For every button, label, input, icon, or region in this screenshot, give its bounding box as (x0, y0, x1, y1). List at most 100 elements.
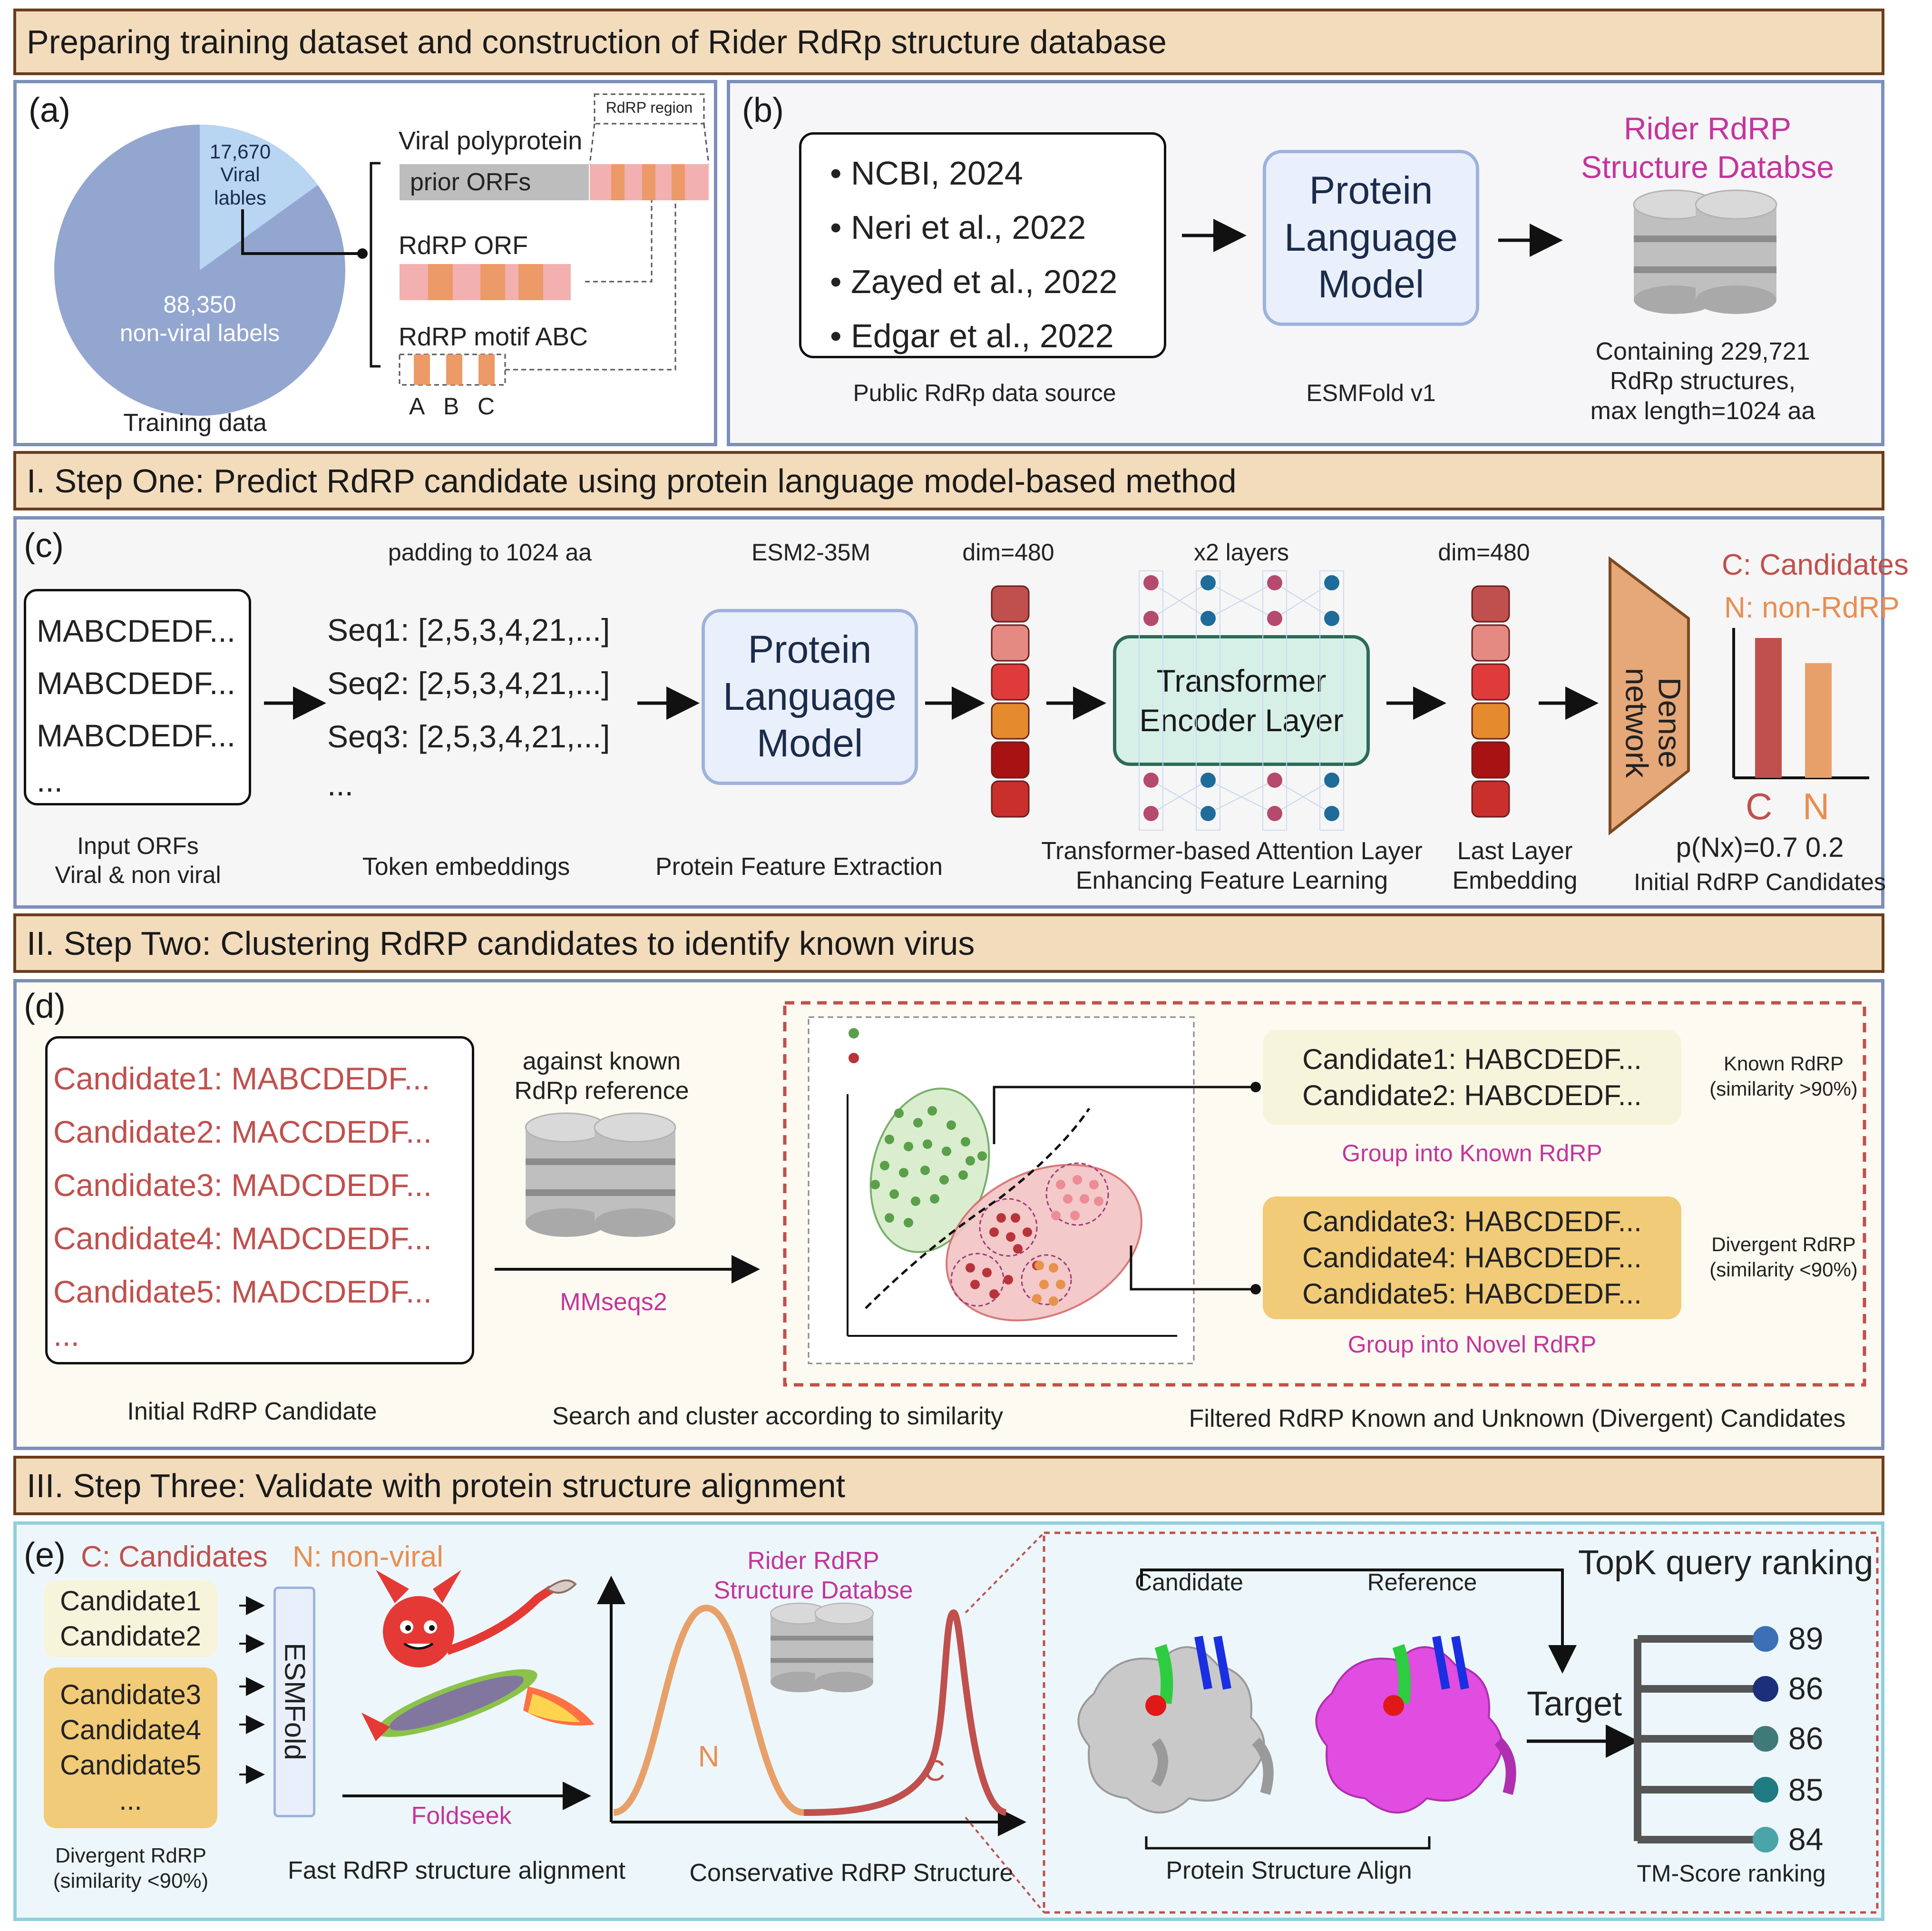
candidate-line: ... (53, 1317, 80, 1353)
novel-group-label: Group into Novel RdRP (1347, 1331, 1597, 1358)
legend-candidates-e: C: Candidates (81, 1540, 268, 1573)
dim-label-2: dim=480 (1438, 539, 1530, 566)
padding-label: padding to 1024 aa (388, 539, 592, 566)
candidate-line: Candidate2: MACCDEDF... (53, 1114, 432, 1149)
last-layer-caption: Last Layer Embedding (1452, 837, 1578, 895)
panel-c-label: (c) (24, 527, 64, 565)
divergent-candidate-line: Candidate3 (60, 1679, 201, 1710)
known-group-line: Candidate1: HABCDEDF... (1302, 1043, 1642, 1075)
novel-group-line: Candidate4: HABCDEDF... (1302, 1242, 1642, 1274)
target-label: Target (1527, 1685, 1622, 1723)
section-header-step2: II. Step Two: Clustering RdRP candidates… (13, 913, 1884, 973)
motif-c: C (478, 393, 495, 420)
pie-nonviral-label: 88,350 non-viral labels (119, 291, 280, 346)
esmfold-label: ESMFold (279, 1643, 311, 1760)
esmfold-caption: ESMFold v1 (1306, 380, 1436, 406)
known-group-line: Candidate2: HABCDEDF... (1302, 1079, 1642, 1111)
sources-caption: Public RdRp data source (853, 380, 1116, 406)
rdrp-region-label: RdRP region (605, 99, 693, 116)
against-reference-label: against known RdRp reference (514, 1048, 689, 1105)
known-rdrp-desc: Known RdRP (similarity >90%) (1709, 1052, 1858, 1100)
motif-b: B (443, 393, 459, 420)
token-list: Seq1: [2,5,3,4,21,...] Seq2: [2,5,3,4,21… (327, 603, 610, 806)
training-data-caption: Training data (123, 409, 267, 437)
viral-polyprotein-label: Viral polyprotein (399, 127, 583, 155)
bar-label-n: N (1803, 785, 1830, 827)
score-89: 89 (1788, 1621, 1824, 1656)
novel-rdrp-plot-label: Novel RdRp (1063, 1305, 1155, 1323)
tm-score-caption: TM-Score ranking (1637, 1860, 1826, 1887)
candidate-line: Candidate4: MADCDEDF... (53, 1221, 432, 1256)
peak-c-label: C (924, 1755, 946, 1787)
source-item: • Edgar et al., 2022 (830, 317, 1114, 354)
rider-db-title-b: Rider RdRP Structure Databse (1581, 111, 1834, 185)
mmseqs-label: MMseqs2 (560, 1288, 667, 1316)
input-orfs-box: MABCDEDF... MABCDEDF... MABCDEDF... ... (24, 589, 251, 805)
candidate-line: Candidate5: MADCDEDF... (53, 1274, 432, 1309)
novel-group-line: Candidate5: HABCDEDF... (1302, 1278, 1642, 1310)
rdrp-motif-label: RdRP motif ABC (399, 323, 588, 351)
bar-label-c: C (1746, 785, 1773, 827)
token-line: Seq3: [2,5,3,4,21,...] (327, 719, 610, 754)
panel-d-label: (d) (24, 987, 66, 1025)
panel-a (13, 80, 717, 446)
novel-group-box: Candidate3: HABCDEDF... Candidate4: HABC… (1263, 1196, 1681, 1319)
reference-structure-label: Reference (1367, 1569, 1477, 1596)
orf-line: MABCDEDF... (37, 666, 236, 701)
known-rdrp-plot-label: Known RdRp (866, 1075, 967, 1093)
orf-line: MABCDEDF... (37, 718, 236, 753)
known-candidate-line: Candidate1 (60, 1586, 201, 1617)
dim-label-1: dim=480 (962, 539, 1054, 566)
legend-candidates-c: C: Candidates (1722, 549, 1909, 581)
pc2-label: PC2 (825, 1191, 844, 1223)
rdrp-orf-label: RdRP ORF (399, 231, 528, 260)
divergent-candidate-box: Candidate3 Candidate4 Candidate5 ... (44, 1667, 217, 1828)
candidate-list-box: Candidate1: MABCDEDF... Candidate2: MACC… (45, 1036, 474, 1364)
input-orfs-caption: Input ORFs Viral & non viral (55, 833, 221, 888)
source-item: • Neri et al., 2022 (830, 209, 1086, 246)
search-cluster-caption: Search and cluster according to similari… (552, 1402, 1003, 1430)
divergent-candidate-line: Candidate4 (60, 1715, 201, 1745)
conservative-caption: Conservative RdRP Structure (689, 1859, 1014, 1887)
panel-e-label: (e) (24, 1536, 66, 1574)
source-item: • NCBI, 2024 (830, 155, 1023, 192)
foldseek-label: Foldseek (411, 1802, 512, 1830)
motif-a: A (409, 393, 425, 420)
topk-label: TopK query ranking (1578, 1544, 1873, 1582)
token-line: Seq2: [2,5,3,4,21,...] (327, 666, 610, 701)
plm-box-b: Protein Language Model (1263, 150, 1479, 326)
section-header-prep: Preparing training dataset and construct… (13, 9, 1884, 75)
score-86a: 86 (1788, 1671, 1824, 1706)
token-line: Seq1: [2,5,3,4,21,...] (327, 612, 610, 647)
initial-candidate-caption: Initial RdRP Candidate (127, 1398, 377, 1425)
filtered-caption: Filtered RdRP Known and Unknown (Diverge… (1189, 1405, 1846, 1432)
divergent-candidate-line: ... (119, 1785, 142, 1816)
dense-network-label: Dense network (1619, 667, 1688, 778)
source-item: • Zayed et al., 2022 (830, 263, 1118, 300)
candidate-line: Candidate1: MABCDEDF... (53, 1061, 430, 1096)
structure-align-caption: Protein Structure Align (1166, 1857, 1412, 1884)
prob-label: p(Nx)=0.7 0.2 (1676, 832, 1844, 863)
known-candidate-line: Candidate2 (60, 1621, 201, 1652)
token-line: ... (327, 767, 354, 802)
orf-line: MABCDEDF... (37, 613, 236, 648)
plm-box-c: Protein Language Model (702, 609, 918, 785)
candidate-line: Candidate3: MADCDEDF... (53, 1167, 432, 1203)
score-85: 85 (1788, 1772, 1824, 1807)
rider-db-title-e: Rider RdRP Structure Databse (713, 1547, 913, 1605)
fast-alignment-caption: Fast RdRP structure alignment (288, 1857, 625, 1884)
transformer-caption: Transformer-based Attention Layer Enhanc… (1041, 837, 1423, 895)
section-header-step3: III. Step Three: Validate with protein s… (13, 1456, 1884, 1515)
divergent-rdrp-desc: Divergent RdRP (similarity <90%) (1709, 1233, 1858, 1281)
section-header-step1: I. Step One: Predict RdRP candidate usin… (13, 451, 1884, 510)
esmfold-box (273, 1587, 315, 1817)
pc1-label: PC1 (978, 1340, 1010, 1358)
novel-group-line: Candidate3: HABCDEDF... (1302, 1206, 1642, 1237)
prior-orfs-label: prior ORFs (410, 168, 531, 196)
pie-viral-label: 17,670 Viral lables (209, 140, 271, 209)
db-caption: Containing 229,721 RdRp structures, max … (1590, 338, 1815, 425)
legend-known: Known Candidates (873, 1023, 1009, 1041)
known-candidate-box: Candidate1 Candidate2 (44, 1580, 217, 1657)
transformer-box: Transformer Encoder Layer (1113, 635, 1370, 766)
legend-unknown: Unknown cadidates (873, 1048, 1014, 1066)
